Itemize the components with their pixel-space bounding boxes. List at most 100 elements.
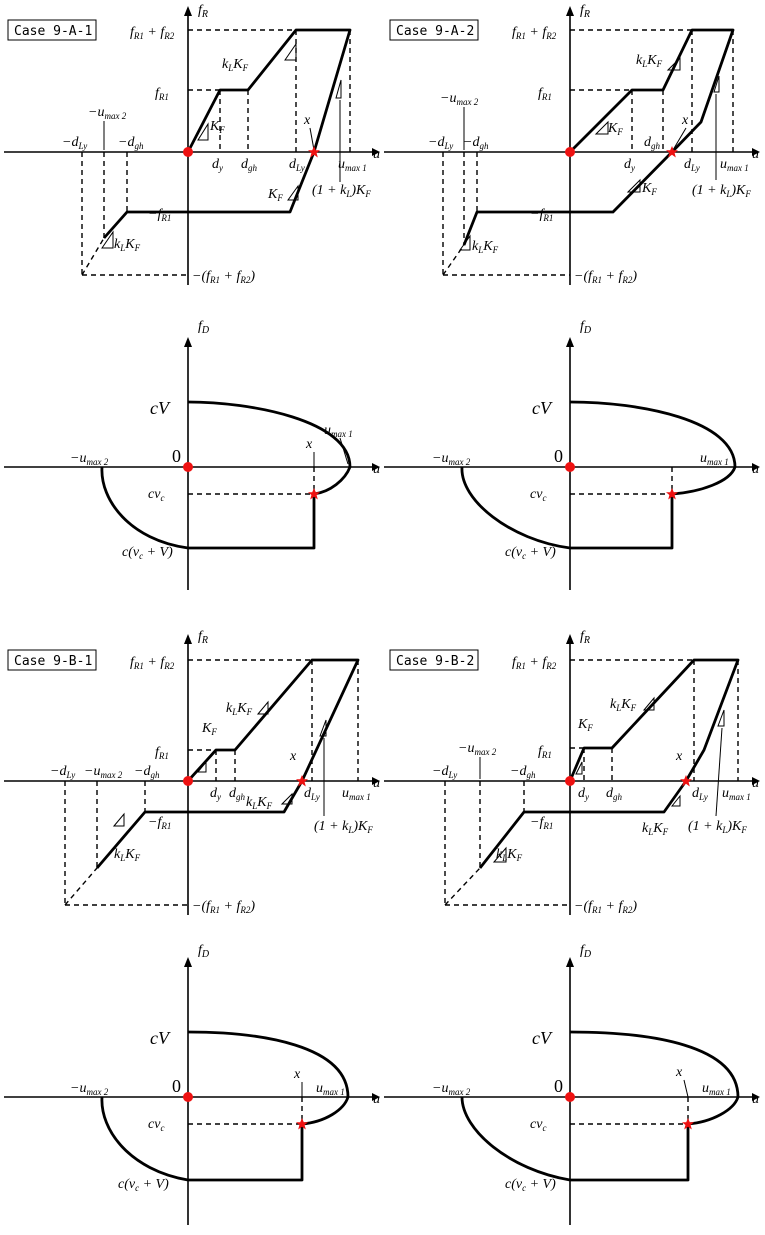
- one-plus-kL-KF-label: (1 + kL)KF: [692, 183, 751, 199]
- kLKF-label: kLKF: [472, 239, 499, 255]
- x-label: x: [675, 1065, 683, 1080]
- fR1-plus-fR2-label: fR1 + fR2: [130, 25, 175, 41]
- umax1-label: umax 1: [324, 423, 353, 439]
- neg-umax2-label: −umax 2: [88, 105, 127, 121]
- neg-umax2-label: −umax 2: [440, 91, 479, 107]
- hysteresis-loop: [102, 28, 352, 239]
- slope-triangle: [112, 812, 125, 827]
- umax1-label: umax 1: [700, 451, 729, 467]
- case-box-a2: [389, 19, 479, 41]
- dy-label: dy: [210, 786, 221, 802]
- dy-label: dy: [212, 157, 223, 173]
- lower-curve: [460, 466, 737, 550]
- KF-label: KF: [267, 187, 283, 203]
- case-label-a2: Case 9-A-2: [396, 24, 474, 39]
- hysteresis-loop: [478, 658, 740, 869]
- slope-triangle: [335, 79, 342, 99]
- upper-curve: [187, 400, 352, 468]
- panel-b2-restoring-force: Case 9-B-2 fR u fR1 + fR2 fR1 −fR1 −(fR1…: [384, 629, 760, 915]
- origin-marker: [565, 147, 575, 157]
- neg-dLy-label: −dLy: [50, 764, 75, 780]
- leader: [672, 127, 687, 151]
- slope-triangle: [280, 792, 293, 805]
- fD-axis-arrow: [184, 337, 192, 347]
- fR1-plus-fR2-label: fR1 + fR2: [512, 655, 557, 671]
- KF-label: KF: [607, 121, 623, 137]
- zero-label: 0: [554, 446, 563, 466]
- u-axis-arrow: [752, 777, 760, 785]
- neg-umax2-label: −umax 2: [70, 451, 109, 467]
- fR-axis-label: fR: [580, 629, 590, 646]
- fR1-plus-fR2-label: fR1 + fR2: [130, 655, 175, 671]
- slope-triangle: [492, 846, 507, 863]
- neg-sum-label: −(fR1 + fR2): [574, 269, 637, 285]
- cV-label: cV: [532, 1028, 553, 1048]
- neg-umax2-label: −umax 2: [458, 741, 497, 757]
- slope-triangle: [713, 75, 720, 93]
- u-axis-arrow: [372, 777, 380, 785]
- c-vc-V-label: c(vc + V): [505, 1177, 556, 1193]
- slope-triangle: [670, 794, 681, 807]
- neg-sum-label: −(fR1 + fR2): [192, 899, 255, 915]
- hysteresis-loop: [95, 658, 360, 869]
- cvc-label: cvc: [530, 1117, 546, 1133]
- KF-label: KF: [641, 181, 657, 197]
- upper-curve: [187, 1030, 350, 1098]
- neg-dgh-label: −dgh: [510, 764, 536, 780]
- dy-label: dy: [624, 157, 635, 173]
- case-label-a1: Case 9-A-1: [14, 24, 92, 39]
- dgh-label: dgh: [229, 786, 246, 802]
- u-axis-label: u: [752, 147, 759, 162]
- umax1-label: umax 1: [342, 786, 371, 802]
- u-axis-label: u: [752, 1092, 759, 1107]
- u-axis-arrow: [372, 1093, 380, 1101]
- u-axis-arrow: [752, 463, 760, 471]
- u-axis-label: u: [752, 776, 759, 791]
- u-axis-label: u: [373, 147, 380, 162]
- umax1-label: umax 1: [720, 157, 749, 173]
- kLKF-label: kLKF: [114, 237, 141, 253]
- panel-a2-damping-force: fD u cV cvc c(vc + V) 0 −umax 2 umax 1: [384, 319, 760, 590]
- fR-axis-arrow: [566, 6, 574, 16]
- u-axis-arrow: [752, 1093, 760, 1101]
- slope-triangle: [287, 184, 299, 201]
- c-vc-V-label: c(vc + V): [118, 1177, 169, 1193]
- fR-axis-arrow: [184, 634, 192, 644]
- slope-triangle: [319, 719, 327, 737]
- fD-axis-label: fD: [198, 319, 210, 336]
- panel-a1-restoring-force: Case 9-A-1 fR u fR1 + fR2 fR1 −fR1 −(fR1…: [4, 3, 380, 285]
- c-vc-V-label: c(vc + V): [505, 545, 556, 561]
- fR-axis-label: fR: [580, 3, 590, 20]
- neg-dgh-label: −dgh: [463, 135, 489, 151]
- neg-dLy-label: −dLy: [428, 135, 453, 151]
- slope-triangle: [101, 230, 114, 249]
- panel-a2-restoring-force: Case 9-A-2 fR u fR1 + fR2 fR1 −fR1 −(fR1…: [384, 3, 760, 285]
- slope-triangle: [594, 120, 609, 135]
- fD-axis-label: fD: [580, 319, 592, 336]
- panel-b1-damping-force: fD u cV cvc c(vc + V) 0 −umax 2 umax 1 x: [4, 943, 380, 1225]
- slope-triangle: [626, 178, 641, 193]
- KF-label: KF: [201, 721, 217, 737]
- cvc-label: cvc: [530, 487, 546, 503]
- fR1-label: fR1: [538, 86, 552, 102]
- one-plus-kL-KF-label: (1 + kL)KF: [314, 819, 373, 835]
- case-label-b1: Case 9-B-1: [14, 654, 92, 669]
- upper-curve: [569, 400, 737, 468]
- zero-label: 0: [554, 1076, 563, 1096]
- slope-triangle: [196, 760, 207, 773]
- slope-triangle: [575, 761, 583, 775]
- c-vc-V-label: c(vc + V): [122, 545, 173, 561]
- umax1-label: umax 1: [338, 157, 367, 173]
- cV-label: cV: [532, 398, 553, 418]
- slope-triangle: [284, 42, 297, 61]
- case-box-b1: [7, 649, 97, 671]
- cV-label: cV: [150, 398, 171, 418]
- fR-axis-arrow: [184, 6, 192, 16]
- case-label-b2: Case 9-B-2: [396, 654, 474, 669]
- kLKF-label: kLKF: [226, 701, 253, 717]
- slope-triangle: [256, 700, 269, 715]
- leader: [339, 437, 349, 465]
- origin-marker: [183, 776, 193, 786]
- zero-label: 0: [172, 446, 181, 466]
